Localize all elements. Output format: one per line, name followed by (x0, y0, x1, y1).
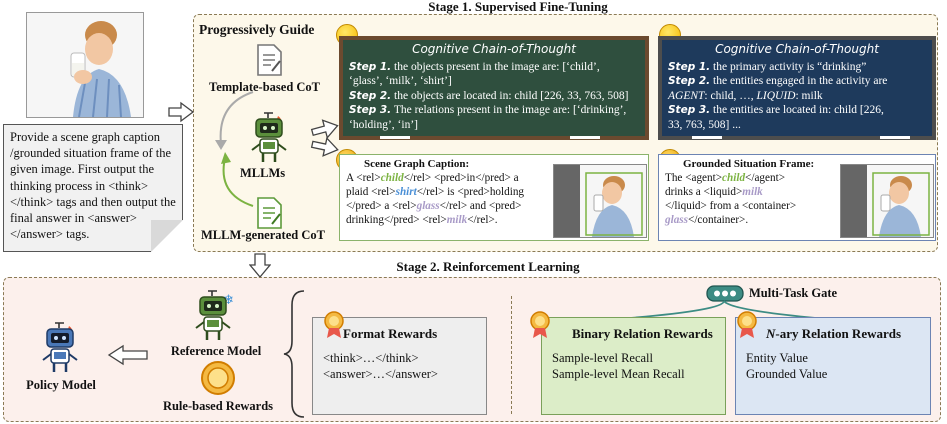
curly-brace (283, 290, 305, 418)
arrow-right-icon (310, 119, 339, 140)
medal-icon (737, 311, 757, 338)
format-rewards-line: <think>…</think> (323, 351, 419, 365)
format-rewards-title: Format Rewards (343, 326, 438, 341)
arrow-down-icon (249, 253, 271, 279)
nary-relation-rewards-card: N-ary Relation Rewards Entity Value Grou… (735, 317, 931, 415)
document-icon (257, 197, 282, 229)
stage2-title: Stage 2. Reinforcement Learning (396, 259, 580, 274)
template-cot-label: Template-based CoT (209, 80, 321, 94)
progressively-guide-title: Progressively Guide (199, 22, 315, 37)
nary-rewards-line: Grounded Value (746, 367, 828, 381)
binary-rewards-title: Binary Relation Rewards (572, 326, 713, 341)
format-rewards-line: <answer>…</answer> (323, 367, 438, 381)
policy-model-label: Policy Model (26, 378, 96, 392)
binary-rewards-line: Sample-level Mean Recall (552, 367, 685, 381)
chalk-stick (692, 136, 722, 139)
multi-task-gate-label: Multi-Task Gate (749, 286, 838, 300)
caption-text: The <agent>child</agent> drinks a <liqui… (665, 172, 797, 226)
format-rewards-card: Format Rewards <think>…</think> <answer>… (312, 317, 487, 415)
board-step-2-cont: AGENT: child, …, LIQUID: milk (668, 89, 823, 102)
multi-task-gate-icon (706, 285, 744, 302)
nary-rewards-title: N-ary Relation Rewards (766, 326, 902, 341)
stage1-title: Stage 1. Supervised Fine-Tuning (428, 0, 608, 14)
board-step-3-cont: ‘holding’, ‘in’] (349, 118, 418, 131)
medal-icon (530, 311, 550, 338)
progressive-arc-arrows (215, 91, 254, 207)
chalk-stick (380, 136, 410, 139)
board-step-3: Step 3. The relations present in the ima… (349, 104, 627, 116)
page-fold-icon (151, 220, 183, 252)
chalk-stick (570, 136, 600, 139)
instruction-prompt: Provide a scene graph caption /grounded … (3, 124, 183, 252)
board-step-2: Step 2. the entities engaged in the acti… (668, 75, 888, 87)
board-step-1: Step 1. the objects present in the image… (349, 60, 600, 73)
gate-connectors (629, 300, 817, 319)
instruction-prompt-text: Provide a scene graph caption /grounded … (10, 130, 176, 242)
arrow-right-icon (168, 101, 195, 123)
medal-icon (324, 311, 344, 338)
reference-model-label: Reference Model (170, 344, 262, 358)
chalk-stick (880, 136, 910, 139)
board-step-1: Step 1. the primary activity is “drinkin… (668, 60, 867, 73)
binary-rewards-line: Sample-level Recall (552, 351, 654, 365)
input-photo (26, 12, 144, 118)
cot-board-scene-graph: Cognitive Chain-of-Thought Step 1. the o… (339, 36, 649, 140)
caption-heading: Grounded Situation Frame: (683, 158, 815, 170)
rule-based-rewards-label: Rule-based Rewards (162, 399, 274, 413)
arrow-left-icon (107, 344, 148, 366)
mllms-label: MLLMs (240, 166, 286, 180)
arrow-right-icon (310, 136, 339, 157)
annotated-photo (840, 164, 934, 238)
mllm-robot-icon (251, 112, 287, 162)
binary-relation-rewards-card: Binary Relation Rewards Sample-level Rec… (541, 317, 726, 415)
svg-text:❄: ❄ (223, 293, 234, 308)
board-step-1-cont: ‘glass’, ‘milk’, ‘shirt’] (349, 75, 452, 87)
caption-text: A <rel>child</rel> <pred>in</pred> a pla… (346, 172, 525, 226)
nary-rewards-line: Entity Value (746, 351, 808, 365)
caption-heading: Scene Graph Caption: (364, 158, 470, 170)
document-icon (257, 44, 282, 76)
annotated-photo (553, 164, 647, 238)
medal-icon (201, 361, 235, 395)
board-step-3: Step 3. the entities are located in: chi… (668, 104, 884, 116)
mllm-generated-cot-label: MLLM-generated CoT (201, 228, 325, 242)
separator-line (511, 296, 512, 414)
board-step-2: Step 2. the objects are located in: chil… (349, 89, 629, 102)
reference-robot-icon: ❄ (195, 290, 234, 340)
cot-board-situation-frame: Cognitive Chain-of-Thought Step 1. the p… (658, 36, 936, 140)
board-title: Cognitive Chain-of-Thought (715, 42, 879, 56)
board-title: Cognitive Chain-of-Thought (412, 42, 576, 56)
board-step-3-cont: 33, 763, 508] ... (668, 118, 741, 131)
policy-robot-icon (42, 322, 78, 372)
